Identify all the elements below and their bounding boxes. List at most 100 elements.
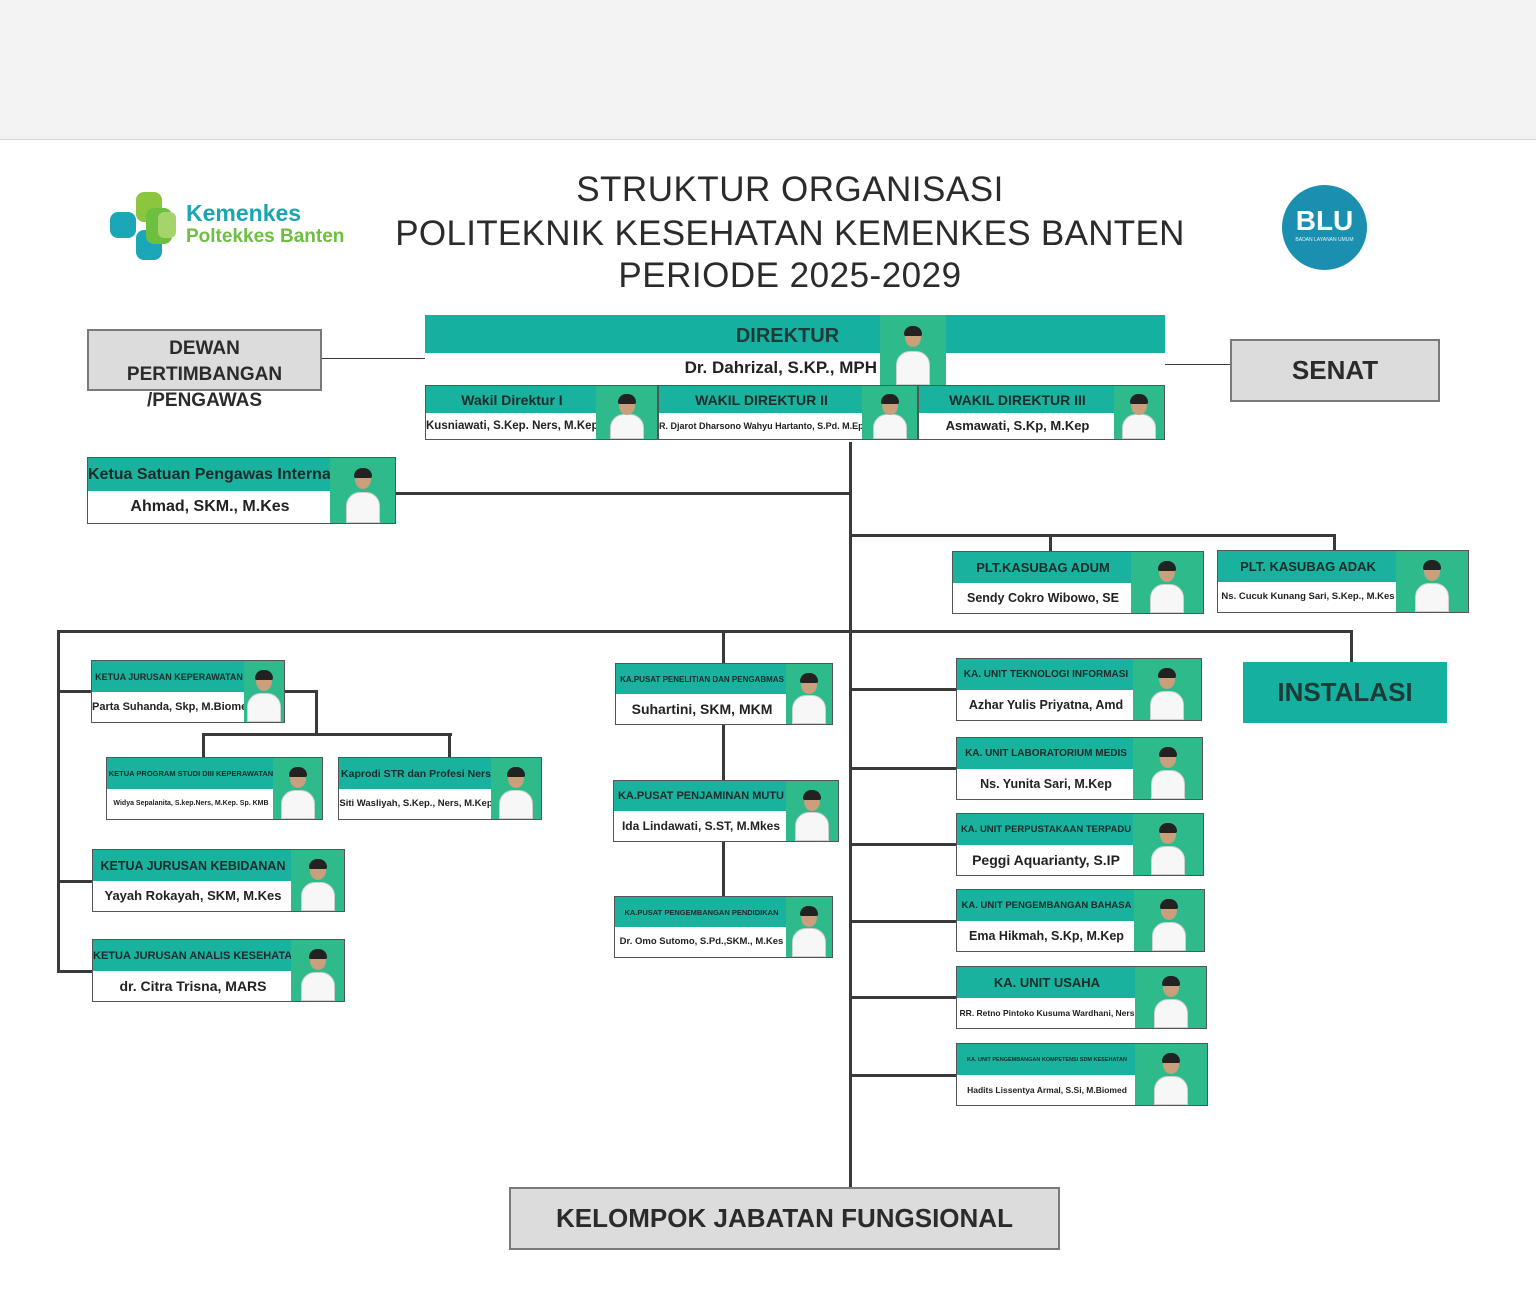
prodi-str-photo (491, 758, 541, 819)
connector-spi (395, 492, 851, 495)
unit-bahasa-name: Ema Hikmah, S.Kp, M.Kep (957, 921, 1136, 951)
blu-logo-subtext: BADAN LAYANAN UMUM (1295, 237, 1354, 243)
jurusan-analis-name: dr. Citra Trisna, MARS (93, 971, 293, 1001)
person-icon (792, 781, 832, 841)
kemenkes-logo-text: Kemenkes (186, 200, 302, 226)
person-icon (789, 897, 829, 957)
person-icon (1412, 551, 1452, 612)
pusat-penjaminan-name: Ida Lindawati, S.ST, M.Mkes (614, 811, 788, 841)
unit-bahasa-photo (1134, 890, 1204, 951)
prodi-str-card: Kaprodi STR dan Profesi Ners Siti Wasliy… (338, 757, 542, 820)
kasubag-adak-name: Ns. Cucuk Kunang Sari, S.Kep., M.Kes (1218, 582, 1398, 612)
unit-lab-photo (1133, 738, 1202, 799)
connector-jurusan-analis (57, 970, 92, 973)
direktur-title: DIREKTUR (735, 325, 840, 347)
prodi-d3-name: Widya Sepalanita, S.kep.Ners, M.Kep. Sp.… (107, 789, 275, 819)
person-icon (1151, 1044, 1191, 1105)
unit-sdm-photo (1135, 1044, 1207, 1105)
direktur-name: Dr. Dahrizal, S.KP., MPH (684, 358, 877, 377)
unit-lab-card: KA. UNIT LABORATORIUM MEDIS Ns. Yunita S… (956, 737, 1203, 800)
dewan-pertimbangan-box: DEWAN PERTIMBANGAN /PENGAWAS (87, 329, 322, 411)
wakil-direktur-2-card: WAKIL DIREKTUR II R. Djarot Dharsono Wah… (658, 385, 918, 440)
person-icon (1147, 552, 1187, 613)
jurusan-analis-photo (291, 940, 344, 1001)
jurusan-analis-title: KETUA JURUSAN ANALIS KESEHATAN (93, 940, 293, 972)
unit-usaha-name: RR. Retno Pintoko Kusuma Wardhani, Ners (957, 998, 1137, 1028)
connector-kasubag (849, 534, 1336, 537)
chart-title-line1: STRUKTUR ORGANISASI (576, 170, 1004, 209)
pusat-penelitian-photo (786, 664, 832, 724)
spi-name: Ahmad, SKM., M.Kes (88, 491, 332, 523)
unit-ti-photo (1133, 659, 1201, 720)
wakil-direktur-2-title: WAKIL DIREKTUR II (659, 386, 864, 414)
instalasi-label: INSTALASI (1277, 677, 1413, 707)
pusat-pengembangan-title: KA.PUSAT PENGEMBANGAN PENDIDIKAN (615, 897, 788, 928)
kelompok-label: KELOMPOK JABATAN FUNGSIONAL (556, 1203, 1013, 1233)
wakil-direktur-3-name: Asmawati, S.Kp, M.Kep (919, 413, 1116, 439)
chart-title-line2: POLITEKNIK KESEHATAN KEMENKES BANTEN (395, 214, 1185, 253)
person-icon (789, 664, 829, 724)
pusat-penelitian-card: KA.PUSAT PENELITIAN DAN PENGABMAS Suhart… (615, 663, 833, 725)
person-icon (343, 458, 383, 523)
person-icon (278, 758, 318, 819)
blu-logo-text: BLU (1295, 205, 1354, 236)
spi-card: Ketua Satuan Pengawas Internal Ahmad, SK… (87, 457, 396, 524)
unit-lab-title: KA. UNIT LABORATORIUM MEDIS (957, 738, 1135, 770)
blu-logo-icon: BLU BADAN LAYANAN UMUM (1282, 185, 1367, 270)
person-icon (1148, 814, 1188, 875)
kasubag-adum-card: PLT.KASUBAG ADUM Sendy Cokro Wibowo, SE (952, 551, 1204, 614)
connector-prodi-d3 (202, 733, 205, 758)
unit-ti-name: Azhar Yulis Priyatna, Amd (957, 690, 1135, 720)
wakil-direktur-2-name: R. Djarot Dharsono Wahyu Hartanto, S.Pd.… (659, 413, 864, 439)
jurusan-kebidanan-card: KETUA JURUSAN KEBIDANAN Yayah Rokayah, S… (92, 849, 345, 912)
top-bar (0, 0, 1536, 140)
wakil-direktur-3-title: WAKIL DIREKTUR III (919, 386, 1116, 414)
connector-unit-2 (849, 767, 957, 770)
pusat-penelitian-title: KA.PUSAT PENELITIAN DAN PENGABMAS (616, 664, 788, 695)
unit-bahasa-title: KA. UNIT PENGEMBANGAN BAHASA (957, 890, 1136, 922)
unit-sdm-name: Hadits Lissentya Armal, S.Si, M.Biomed (957, 1075, 1137, 1105)
connector-unit-5 (849, 996, 957, 999)
connector-unit-3 (849, 843, 957, 846)
unit-sdm-title: KA. UNIT PENGEMBANGAN KOMPETENSI SDM KES… (957, 1044, 1137, 1076)
prodi-str-name: Siti Wasliyah, S.Kep., Ners, M.Kep (339, 789, 493, 819)
pusat-penelitian-name: Suhartini, SKM, MKM (616, 694, 788, 724)
jurusan-kebidanan-name: Yayah Rokayah, SKM, M.Kes (93, 881, 293, 911)
direktur-photo (880, 315, 946, 385)
person-icon (1119, 386, 1159, 439)
unit-perpustakaan-card: KA. UNIT PERPUSTAKAAN TERPADU Peggi Aqua… (956, 813, 1204, 876)
wakil-direktur-1-name: Kusniawati, S.Kep. Ners, M.Kep (426, 413, 598, 439)
connector-prodi-str (448, 733, 451, 758)
person-icon (1147, 659, 1187, 720)
person-icon (244, 661, 284, 722)
jurusan-keperawatan-photo (244, 661, 284, 722)
senat-box: SENAT (1230, 339, 1440, 402)
jurusan-kebidanan-photo (291, 850, 344, 911)
poltekkes-logo-text: Poltekkes Banten (186, 226, 345, 247)
wakil-direktur-3-photo (1114, 386, 1164, 439)
kasubag-adum-photo (1131, 552, 1203, 613)
connector-senat (1165, 364, 1230, 365)
unit-usaha-card: KA. UNIT USAHA RR. Retno Pintoko Kusuma … (956, 966, 1207, 1029)
spi-photo (330, 458, 395, 523)
connector-main-trunk (849, 442, 852, 1189)
prodi-str-title: Kaprodi STR dan Profesi Ners (339, 758, 493, 790)
kelompok-jabatan-box: KELOMPOK JABATAN FUNGSIONAL (509, 1187, 1060, 1250)
person-icon (298, 850, 338, 911)
connector-kep-right (284, 690, 318, 693)
senat-label: SENAT (1291, 355, 1379, 385)
jurusan-kebidanan-title: KETUA JURUSAN KEBIDANAN (93, 850, 293, 882)
connector-jurusan-spine (57, 630, 60, 973)
connector-pusat-chain (722, 725, 725, 782)
dewan-label: DEWAN PERTIMBANGAN /PENGAWAS (126, 338, 283, 411)
connector-jurusan-bid (57, 880, 92, 883)
wakil-direktur-1-photo (596, 386, 657, 439)
prodi-d3-card: KETUA PROGRAM STUDI DIII KEPERAWATAN Wid… (106, 757, 323, 820)
chart-title-line3: PERIODE 2025-2029 (618, 256, 962, 295)
connector-kasubag-adum (1049, 534, 1052, 552)
prodi-d3-photo (273, 758, 322, 819)
connector-jurusan-kep (57, 690, 92, 693)
jurusan-analis-card: KETUA JURUSAN ANALIS KESEHATAN dr. Citra… (92, 939, 345, 1002)
person-icon (1149, 890, 1189, 951)
wakil-direktur-1-title: Wakil Direktur I (426, 386, 598, 414)
